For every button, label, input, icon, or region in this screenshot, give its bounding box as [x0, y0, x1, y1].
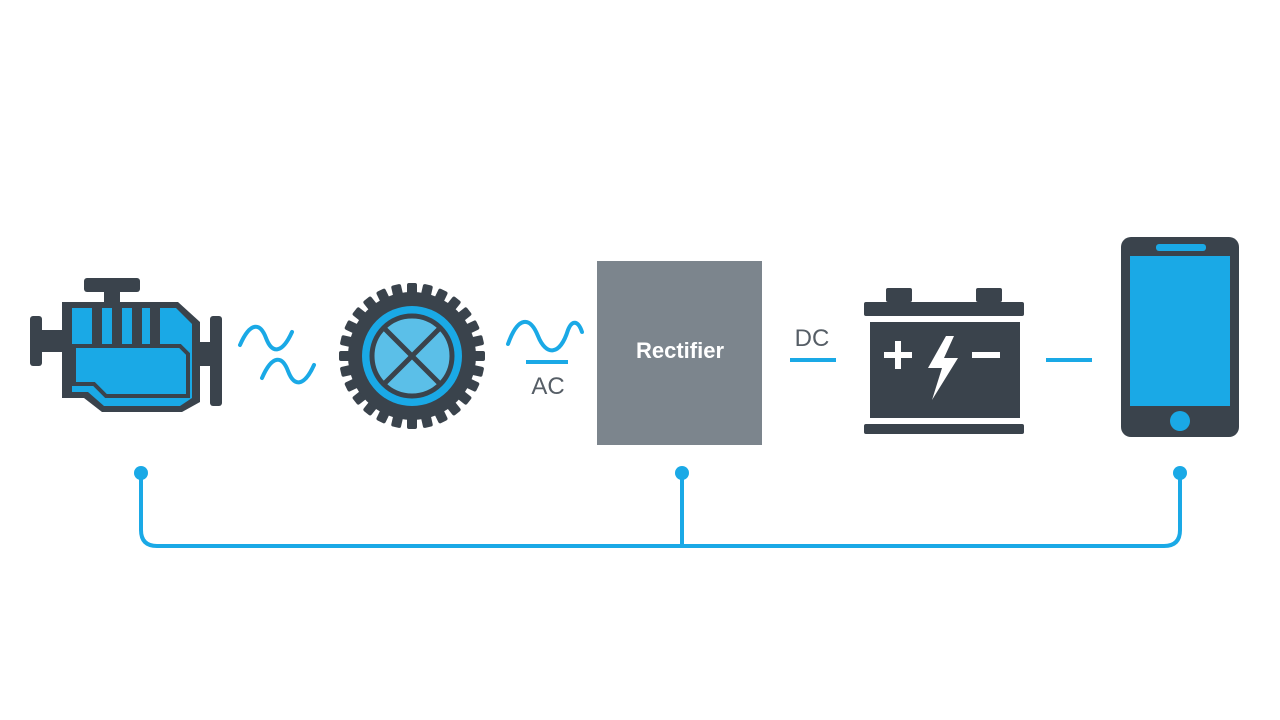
rectifier-label: Rectifier [636, 338, 724, 363]
ac-wave-icon [238, 324, 316, 385]
bus-node-rectifier [675, 466, 689, 480]
bus-node-device [1173, 466, 1187, 480]
dc-label: DC [795, 325, 830, 352]
alternator-gear-icon [339, 283, 485, 429]
ac-label: AC [531, 373, 564, 400]
ac-connector: AC [506, 320, 584, 400]
bottom-bus [139, 474, 1182, 548]
rectifier-box: Rectifier [597, 261, 762, 445]
bus-node-engine [134, 466, 148, 480]
battery-icon [864, 288, 1024, 434]
smartphone-icon [1121, 237, 1239, 437]
engine-icon [30, 278, 222, 412]
ac-sine-icon [506, 320, 584, 353]
dc-connector: DC [790, 325, 836, 362]
